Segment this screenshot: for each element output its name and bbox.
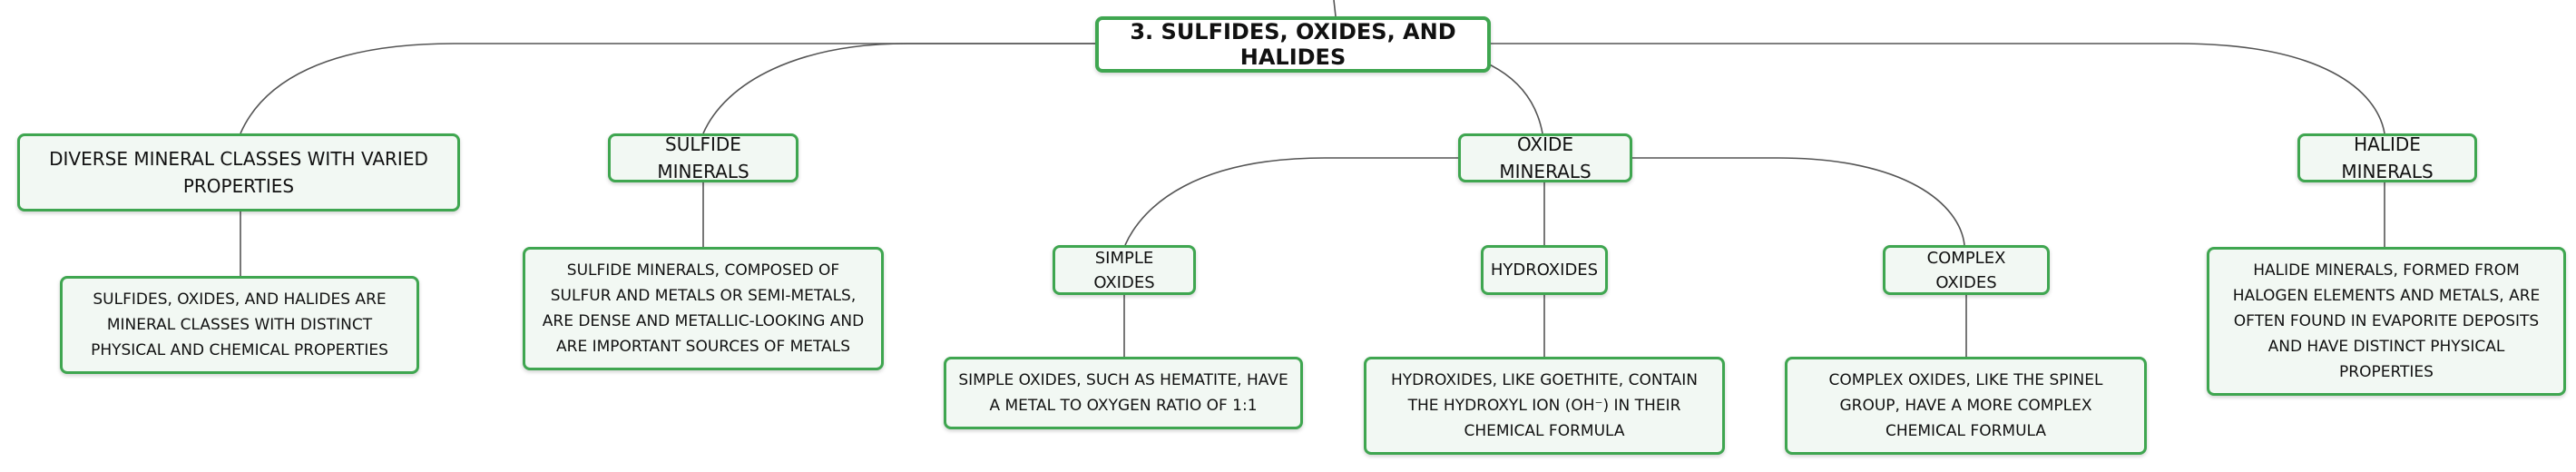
- detail-label: SULFIDE MINERALS, COMPOSED OF SULFUR AND…: [542, 261, 865, 356]
- connector-root-diverse: [240, 43, 1095, 134]
- topic-label: COMPLEX OXIDES: [1926, 248, 2006, 292]
- topic-label: SIMPLE OXIDES: [1093, 248, 1155, 292]
- topic-hydroxides[interactable]: HYDROXIDES: [1481, 245, 1608, 295]
- topic-simple-oxides[interactable]: SIMPLE OXIDES: [1053, 245, 1196, 295]
- topic-label: OXIDE MINERALS: [1499, 133, 1592, 182]
- topic-label: HALIDE MINERALS: [2341, 133, 2434, 182]
- connector-root-sulfide: [702, 43, 1095, 134]
- detail-label: HYDROXIDES, LIKE GOETHITE, CONTAIN THE H…: [1390, 371, 1699, 440]
- root-topic[interactable]: 3. SULFIDES, OXIDES, AND HALIDES: [1095, 16, 1491, 73]
- connector-oxide-simple: [1124, 157, 1461, 246]
- detail-label: HALIDE MINERALS, FORMED FROM HALOGEN ELE…: [2232, 261, 2541, 381]
- topic-complex-oxides[interactable]: COMPLEX OXIDES: [1883, 245, 2050, 295]
- detail-label: SULFIDES, OXIDES, AND HALIDES ARE MINERA…: [91, 290, 388, 359]
- detail-halide-minerals[interactable]: HALIDE MINERALS, FORMED FROM HALOGEN ELE…: [2207, 247, 2566, 396]
- topic-label: HYDROXIDES: [1490, 261, 1599, 280]
- detail-sulfide-minerals[interactable]: SULFIDE MINERALS, COMPOSED OF SULFUR AND…: [523, 247, 884, 370]
- connector-root-halide: [1488, 43, 2385, 134]
- topic-label: DIVERSE MINERAL CLASSES WITH VARIED PROP…: [49, 148, 428, 197]
- detail-complex-oxides[interactable]: COMPLEX OXIDES, LIKE THE SPINEL GROUP, H…: [1785, 357, 2147, 455]
- detail-diverse-mineral-classes[interactable]: SULFIDES, OXIDES, AND HALIDES ARE MINERA…: [60, 276, 419, 374]
- topic-diverse-mineral-classes[interactable]: DIVERSE MINERAL CLASSES WITH VARIED PROP…: [17, 133, 460, 211]
- topic-oxide-minerals[interactable]: OXIDE MINERALS: [1458, 133, 1632, 182]
- detail-simple-oxides[interactable]: SIMPLE OXIDES, SUCH AS HEMATITE, HAVE A …: [944, 357, 1303, 429]
- detail-hydroxides[interactable]: HYDROXIDES, LIKE GOETHITE, CONTAIN THE H…: [1364, 357, 1725, 455]
- connector-root-parent: [1333, 0, 1337, 17]
- topic-label: SULFIDE MINERALS: [657, 133, 749, 182]
- connector-root-oxide: [1483, 61, 1543, 134]
- connector-oxide-complex: [1629, 157, 1965, 246]
- detail-label: COMPLEX OXIDES, LIKE THE SPINEL GROUP, H…: [1828, 371, 2103, 440]
- root-topic-label: 3. SULFIDES, OXIDES, AND HALIDES: [1130, 19, 1456, 70]
- topic-halide-minerals[interactable]: HALIDE MINERALS: [2297, 133, 2477, 182]
- detail-label: SIMPLE OXIDES, SUCH AS HEMATITE, HAVE A …: [958, 371, 1288, 415]
- topic-sulfide-minerals[interactable]: SULFIDE MINERALS: [608, 133, 798, 182]
